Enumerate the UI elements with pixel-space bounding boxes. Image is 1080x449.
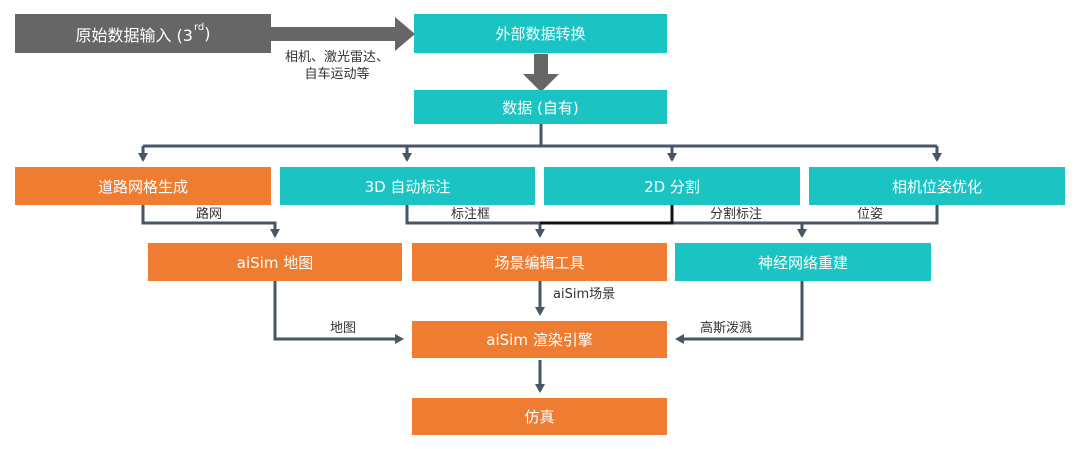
road-net-text: 路网 [196, 207, 223, 222]
map-text: 地图 [330, 321, 357, 336]
seg-to-editor-connector [540, 205, 674, 225]
edge-label-road-net: 路网 [196, 206, 222, 223]
node-simulation: 仿真 [412, 398, 667, 435]
row2-to-row3-connectors [141, 205, 939, 238]
aisim-scene-text: aiSim场景 [553, 287, 616, 302]
node-aisim-map: aiSim 地图 [148, 243, 402, 281]
edge-label-sensors: 相机、激光雷达、 自车运动等 [281, 49, 393, 83]
seg-2d-text: 2D 分割 [644, 177, 700, 196]
scene-editor-text: 场景编辑工具 [494, 253, 585, 272]
aisim-map-text: aiSim 地图 [236, 253, 314, 272]
neural-recon-text: 神经网络重建 [757, 253, 848, 272]
edge-label-aisim-scene: aiSim场景 [553, 286, 615, 303]
external-convert-text: 外部数据转换 [495, 25, 586, 43]
node-own-data: 数据 (自有) [414, 90, 667, 124]
road-mesh-text: 道路网格生成 [97, 177, 188, 196]
node-render-engine: aiSim 渲染引擎 [412, 321, 667, 358]
raw-input-text: 原始数据输入 (3 [75, 25, 193, 45]
camera-pose-text: 相机位姿优化 [891, 177, 982, 196]
label-box-text: 标注框 [451, 207, 491, 222]
edge-label-label-box: 标注框 [451, 206, 490, 223]
edge-label-sensors-line1: 相机、激光雷达、 [284, 50, 389, 65]
big-arrow-to-convert [271, 17, 415, 51]
node-camera-pose: 相机位姿优化 [809, 167, 1065, 205]
render-engine-text: aiSim 渲染引擎 [486, 331, 593, 349]
node-scene-editor: 场景编辑工具 [412, 243, 667, 281]
row3-to-engine-connectors [273, 281, 804, 393]
node-external-convert: 外部数据转换 [414, 14, 667, 53]
node-road-mesh: 道路网格生成 [15, 167, 271, 205]
node-auto-label-3d: 3D 自动标注 [280, 167, 535, 205]
own-data-text: 数据 (自有) [502, 98, 579, 117]
raw-input-sup: rd [193, 22, 205, 33]
seg-label-text: 分割标注 [710, 207, 763, 222]
simulation-text: 仿真 [524, 408, 555, 426]
pose-text: 位姿 [857, 207, 884, 222]
node-neural-recon: 神经网络重建 [675, 243, 931, 281]
edge-label-sensors-line2: 自车运动等 [304, 67, 370, 82]
edge-label-pose: 位姿 [857, 206, 883, 223]
edge-label-seg-label: 分割标注 [710, 206, 762, 223]
big-arrow-to-data [523, 54, 559, 92]
distribution-connectors [138, 123, 942, 162]
gaussian-text: 高斯泼溅 [700, 321, 753, 336]
edge-label-map: 地图 [330, 320, 356, 337]
raw-input-tail: ) [204, 24, 211, 43]
edge-label-gaussian: 高斯泼溅 [700, 320, 752, 337]
node-seg-2d: 2D 分割 [544, 167, 800, 205]
auto-label-3d-text: 3D 自动标注 [364, 177, 451, 196]
